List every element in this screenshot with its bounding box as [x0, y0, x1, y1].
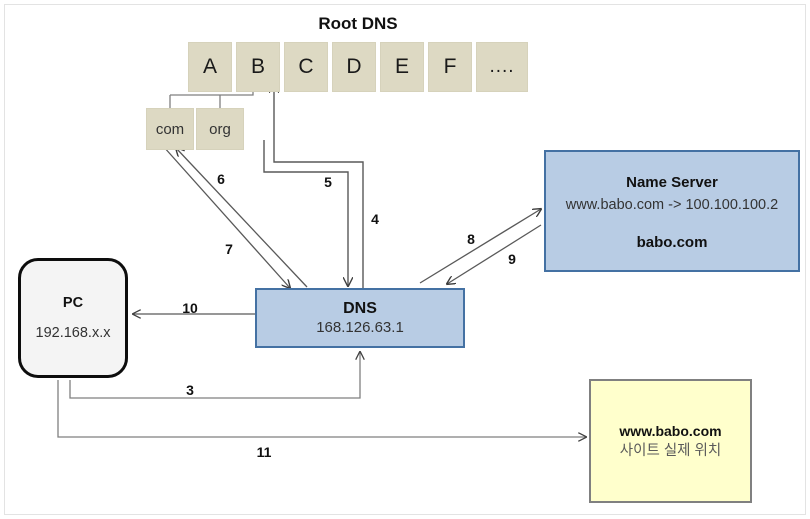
step-label-3: 3 — [186, 382, 194, 398]
arrow-step-7 — [162, 145, 290, 288]
tld-com[interactable]: com — [146, 108, 194, 150]
step-label-11: 11 — [256, 444, 272, 460]
name-server-node[interactable]: Name Server www.babo.com -> 100.100.100.… — [544, 150, 800, 272]
name-server-mapping: www.babo.com -> 100.100.100.2 — [565, 196, 779, 213]
arrow-step-11 — [57, 380, 586, 437]
arrow-step-9 — [447, 224, 542, 284]
name-server-zone: babo.com — [636, 233, 708, 251]
step-label-7: 7 — [225, 241, 233, 257]
root-server-b[interactable]: B — [236, 42, 280, 92]
dns-address: 168.126.63.1 — [316, 319, 404, 336]
diagram-frame — [4, 4, 806, 515]
pc-title: PC — [62, 295, 84, 311]
step-label-10: 10 — [182, 300, 198, 316]
tld-org[interactable]: org — [196, 108, 244, 150]
root-server-a[interactable]: A — [188, 42, 232, 92]
site-node[interactable]: www.babo.com 사이트 실제 위치 — [589, 379, 752, 503]
arrow-step-4 — [274, 84, 364, 288]
dns-node[interactable]: DNS 168.126.63.1 — [255, 288, 465, 348]
root-server-e[interactable]: E — [380, 42, 424, 92]
root-server-c[interactable]: C — [284, 42, 328, 92]
arrow-step-8 — [419, 209, 541, 284]
site-caption: 사이트 실제 위치 — [619, 442, 722, 459]
page-title: Root DNS — [318, 14, 398, 33]
dns-title: DNS — [343, 300, 377, 317]
root-server-f[interactable]: F — [428, 42, 472, 92]
arrow-step-5 — [263, 140, 348, 286]
arrow-step-3 — [69, 352, 360, 399]
arrow-step-6 — [176, 148, 308, 288]
pc-address: 192.168.x.x — [35, 325, 111, 341]
site-domain: www.babo.com — [619, 422, 722, 439]
step-label-6: 6 — [217, 171, 225, 187]
name-server-title: Name Server — [626, 173, 718, 191]
root-server-more[interactable]: .... — [476, 42, 528, 92]
step-label-5: 5 — [324, 174, 332, 190]
pc-node[interactable]: PC 192.168.x.x — [18, 258, 128, 378]
step-label-9: 9 — [508, 251, 516, 267]
root-server-d[interactable]: D — [332, 42, 376, 92]
step-label-8: 8 — [467, 231, 475, 247]
step-label-4: 4 — [371, 211, 379, 227]
